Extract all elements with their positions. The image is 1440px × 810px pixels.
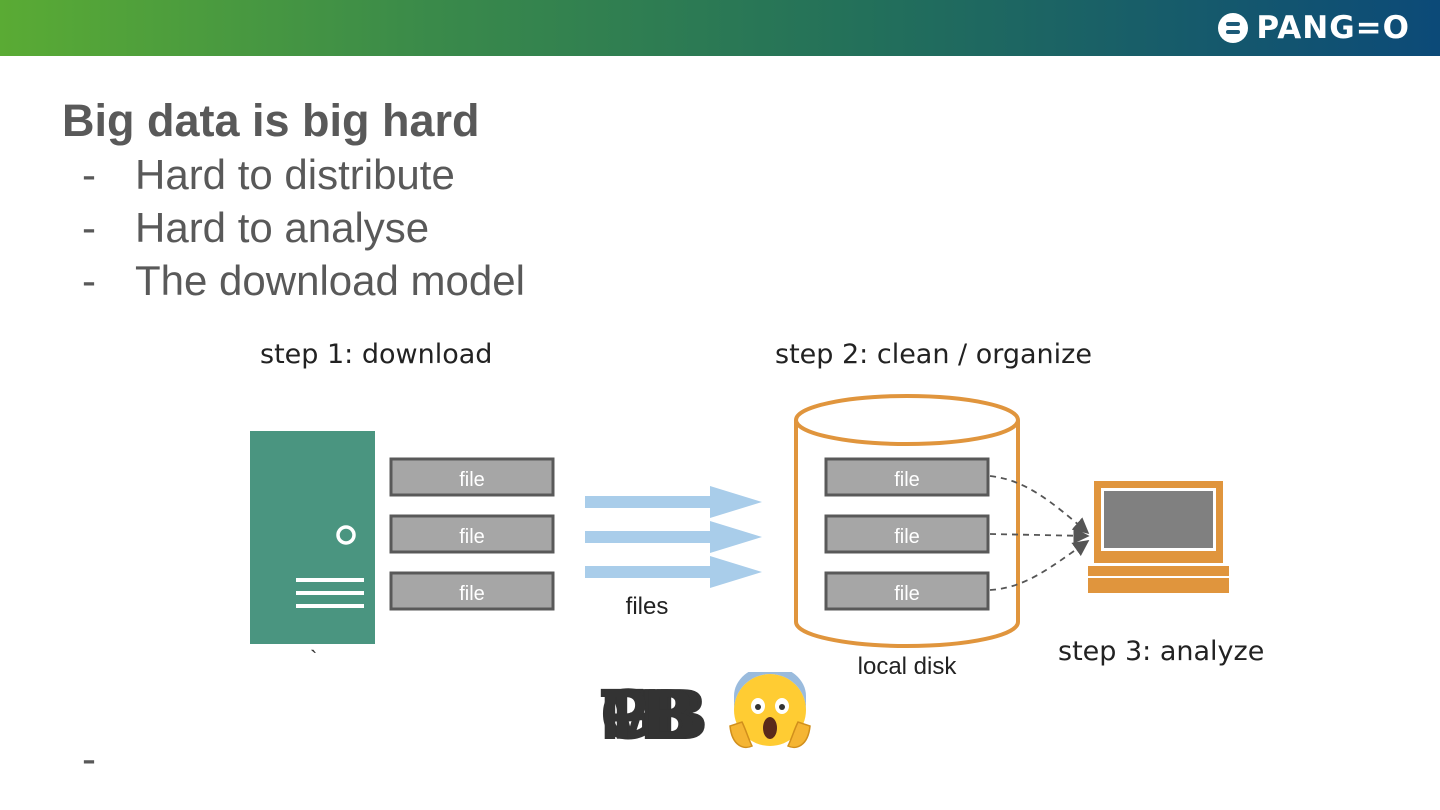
bullet-dash: -	[82, 203, 96, 251]
bullet-dash: -	[82, 256, 96, 304]
disk-label: local disk	[858, 653, 958, 680]
server-tick-mark: `	[310, 646, 317, 671]
file-label: file	[459, 469, 485, 491]
data-size-text: PB	[600, 675, 696, 755]
data-size-text: GB	[600, 675, 704, 755]
step2-label: step 2: clean / organize	[775, 339, 1092, 370]
file-label: file	[459, 526, 485, 548]
bullet-list: -Hard to distribute -Hard to analyse -Th…	[82, 148, 525, 307]
server-file-3: file	[389, 571, 555, 611]
bullet-text: Hard to distribute	[135, 150, 455, 198]
data-size-text: MB	[600, 675, 708, 755]
disk-file-1: file	[824, 457, 990, 497]
file-label: file	[459, 583, 485, 605]
bullet-item: -The download model	[82, 254, 525, 307]
server-file-2: file	[389, 514, 555, 554]
slide-title: Big data is big hard	[62, 95, 480, 146]
disk-icon	[794, 394, 1020, 648]
bullet-item: -Hard to distribute	[82, 148, 525, 201]
file-label: file	[894, 469, 920, 491]
bullet-dash: -	[82, 150, 96, 198]
logo-text: PANG=O	[1256, 10, 1410, 46]
data-size-text: TB	[600, 675, 692, 755]
header-bar: PANG=O	[0, 0, 1440, 56]
step1-label: step 1: download	[260, 339, 492, 370]
pangeo-logo: PANG=O	[1218, 10, 1410, 46]
server-icon	[250, 431, 375, 644]
pangeo-icon	[1218, 13, 1249, 43]
bullet-text: Hard to analyse	[135, 203, 430, 251]
bullet-item: -Hard to analyse	[82, 201, 525, 254]
face-screaming-in-fear-icon	[729, 672, 811, 749]
transfer-arrows	[585, 486, 762, 588]
disk-file-3: file	[824, 571, 990, 611]
file-label: file	[894, 583, 920, 605]
file-label: file	[894, 526, 920, 548]
server-file-1: file	[389, 457, 555, 497]
bullet-dash-empty: -	[82, 735, 96, 782]
files-label: files	[626, 593, 669, 620]
disk-file-2: file	[824, 514, 990, 554]
laptop-icon	[1088, 481, 1229, 593]
bullet-text: The download model	[135, 256, 525, 304]
data-size-overlay: MB GB TB PB	[600, 672, 710, 758]
analysis-connectors	[989, 475, 1090, 591]
step3-label: step 3: analyze	[1058, 636, 1264, 667]
